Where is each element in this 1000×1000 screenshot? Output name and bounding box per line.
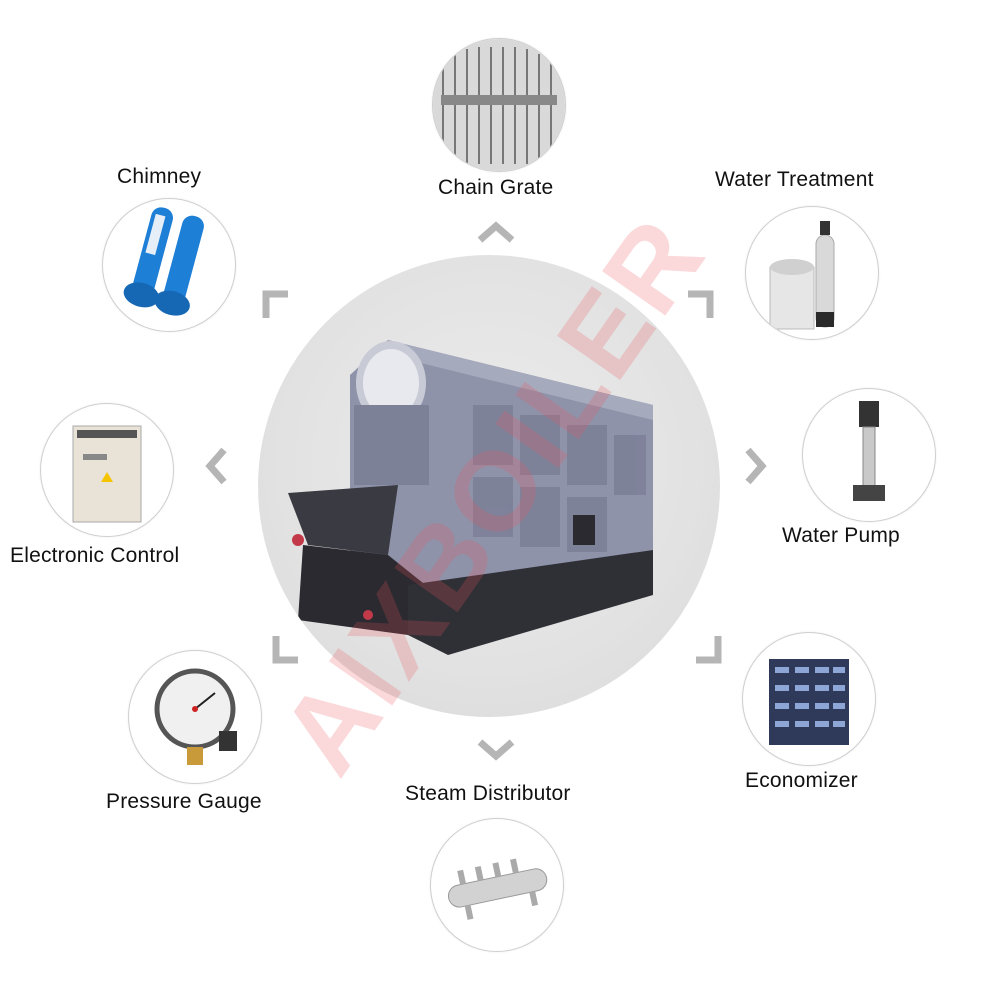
water-pump-label: Water Pump — [782, 524, 900, 547]
chevron-up-left-icon — [256, 286, 296, 326]
chain-grate-image — [432, 38, 566, 172]
chevron-up-right-icon — [680, 286, 720, 326]
chevron-down-left-icon — [266, 630, 306, 670]
chain-grate-label: Chain Grate — [438, 176, 554, 199]
chevron-left-icon — [196, 446, 236, 486]
chimney-label: Chimney — [117, 165, 202, 188]
chevron-down-right-icon — [688, 630, 728, 670]
water-treatment-label: Water Treatment — [715, 168, 874, 191]
water-treatment-image — [745, 206, 879, 340]
chevron-down-icon — [476, 730, 516, 770]
chevron-right-icon — [736, 446, 776, 486]
pressure-gauge-image — [128, 650, 262, 784]
chevron-up-icon — [476, 212, 516, 252]
pressure-gauge-label: Pressure Gauge — [106, 790, 262, 813]
boiler-illustration — [288, 340, 653, 655]
boiler-image-circle — [258, 255, 720, 717]
chimney-image — [102, 198, 236, 332]
steam-distributor-image — [430, 818, 564, 952]
electronic-control-image — [40, 403, 174, 537]
electronic-control-label: Electronic Control — [10, 544, 180, 567]
water-pump-image — [802, 388, 936, 522]
economizer-label: Economizer — [745, 769, 858, 792]
economizer-image — [742, 632, 876, 766]
steam-distributor-label: Steam Distributor — [405, 782, 571, 805]
